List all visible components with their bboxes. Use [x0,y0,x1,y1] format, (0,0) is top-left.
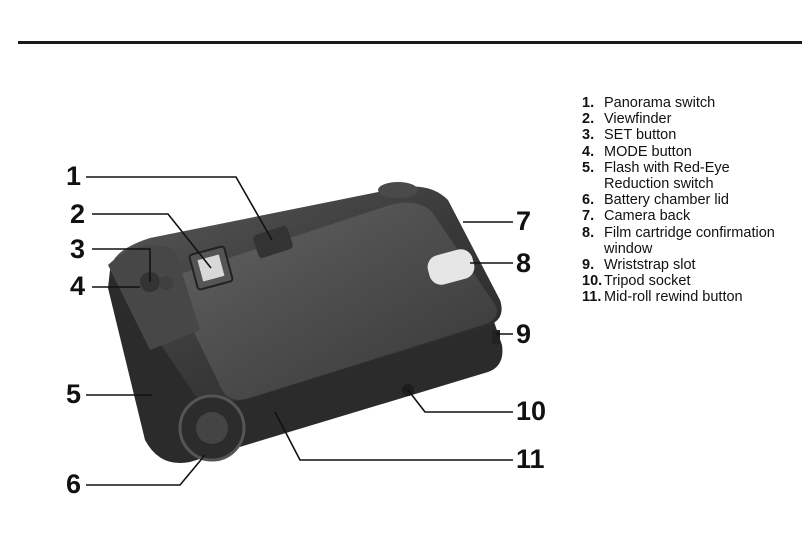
legend-text: Flash with Red-Eye Reduction switch [604,160,730,192]
legend-item: 3. SET button [582,127,802,143]
callout-3: 3 [70,236,85,263]
legend-text: SET button [604,127,676,143]
legend-item: 10.Tripod socket [582,273,802,289]
legend-text: Viewfinder [604,111,671,127]
callout-7: 7 [516,208,531,235]
legend-item: 6. Battery chamber lid [582,192,802,208]
legend-item: 7. Camera back [582,208,802,224]
callout-1: 1 [66,163,81,190]
legend-text: Film cartridge confirmation window [604,225,775,257]
callout-10: 10 [516,398,546,425]
legend-item: 11.Mid-roll rewind button [582,289,802,305]
legend-num: 11. [582,289,601,305]
legend-text: Tripod socket [604,273,691,289]
camera-body [108,182,502,463]
legend-text: Battery chamber lid [604,192,729,208]
callout-6: 6 [66,471,81,498]
legend-num: 1. [582,95,594,111]
legend-item: 8. Film cartridge confirmation window [582,225,802,257]
parts-legend: 1. Panorama switch 2. Viewfinder 3. SET but… [582,95,802,306]
legend-text: Camera back [604,208,690,224]
legend-num: 2. [582,111,594,127]
callout-4: 4 [70,273,85,300]
legend-item: 2. Viewfinder [582,111,802,127]
legend-num: 10. [582,273,602,289]
callout-11: 11 [516,446,545,473]
callout-5: 5 [66,381,81,408]
legend-text: MODE button [604,144,692,160]
callout-9: 9 [516,321,531,348]
legend-text: Panorama switch [604,95,715,111]
legend-text: Mid-roll rewind button [604,289,743,305]
legend-num: 9. [582,257,594,273]
legend-num: 5. [582,160,594,176]
legend-item: 1. Panorama switch [582,95,802,111]
legend-num: 8. [582,225,594,241]
legend-num: 6. [582,192,594,208]
legend-num: 4. [582,144,594,160]
legend-item: 5. Flash with Red-Eye Reduction switch [582,160,764,192]
legend-item: 4. MODE button [582,144,802,160]
callout-2: 2 [70,201,85,228]
legend-item: 9. Wriststrap slot [582,257,802,273]
legend-num: 3. [582,127,594,143]
legend-num: 7. [582,208,594,224]
legend-text: Wriststrap slot [604,257,696,273]
callout-8: 8 [516,250,531,277]
